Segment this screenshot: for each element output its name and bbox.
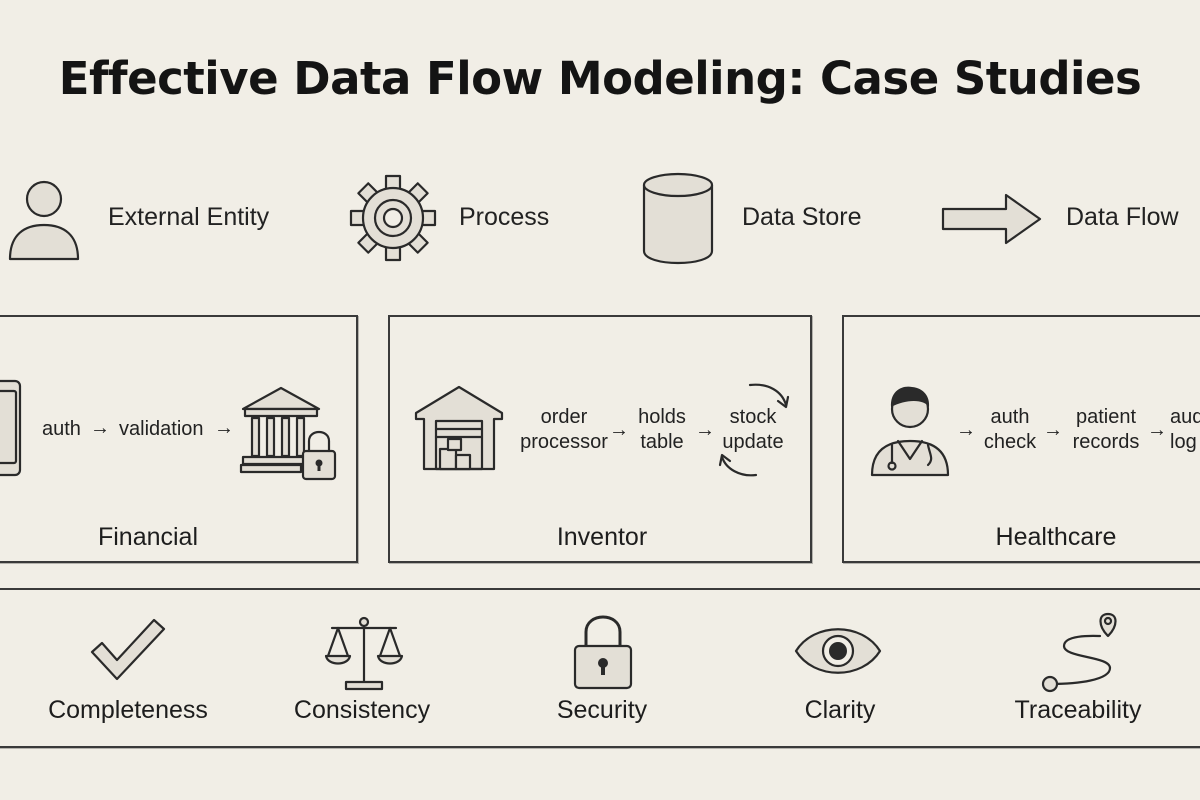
cylinder-icon (642, 172, 714, 265)
flow-step-holds-table: holds table (638, 406, 686, 453)
principle-label-traceability: Traceability (1014, 696, 1142, 724)
route-icon (1041, 612, 1117, 693)
legend: External Entity Process Data Store (0, 165, 1200, 275)
flow-step-audit-log: audit log (1170, 406, 1200, 453)
flow-step-validation: validation (119, 418, 204, 440)
gear-icon (349, 174, 437, 262)
flow-arrow: → (609, 419, 629, 441)
doctor-icon (870, 386, 950, 477)
cycle-arrows-icon (718, 383, 790, 477)
flow-arrow: → (214, 417, 234, 439)
person-icon (8, 180, 80, 261)
principle-label-security: Security (556, 696, 648, 724)
warehouse-icon (414, 385, 504, 471)
case-label-financial: Financial (97, 523, 199, 551)
flow-step-auth-check: auth check (983, 406, 1037, 453)
case-panel-inventory: order processor → holds table → stock up… (388, 315, 812, 563)
checkmark-icon (90, 618, 166, 681)
flow-arrow: → (695, 419, 715, 441)
flow-step-stock-update: stock update (722, 406, 784, 453)
legend-label-data-flow: Data Flow (1066, 203, 1179, 231)
principle-label-completeness: Completeness (48, 696, 208, 724)
principles-panel: Completeness Consistency Security Clarit… (0, 588, 1200, 748)
principle-label-consistency: Consistency (293, 696, 431, 724)
flow-arrow: → (1147, 419, 1167, 441)
flow-arrow: → (90, 417, 110, 439)
eye-icon (794, 628, 882, 674)
case-panel-financial: auth → validation → Financial (0, 315, 358, 563)
page-title: Effective Data Flow Modeling: Case Studi… (58, 52, 1142, 105)
scales-icon (324, 616, 404, 691)
legend-label-external-entity: External Entity (108, 203, 270, 231)
case-panel-healthcare: → auth check → patient records → audit l… (842, 315, 1200, 563)
flow-step-order-processor: order processor (520, 406, 608, 453)
bank-icon (239, 386, 337, 481)
case-label-healthcare: Healthcare (995, 523, 1117, 551)
padlock-icon (573, 615, 633, 690)
arrow-icon (941, 193, 1042, 245)
flow-step-auth: auth (42, 418, 81, 440)
phone-icon (0, 379, 22, 477)
case-label-inventory: Inventor (556, 523, 648, 551)
flow-step-patient-records: patient records (1072, 406, 1140, 453)
flow-arrow: → (1043, 419, 1063, 441)
legend-label-process: Process (459, 203, 550, 231)
flow-arrow: → (956, 419, 976, 441)
legend-label-data-store: Data Store (742, 203, 862, 231)
principle-label-clarity: Clarity (804, 696, 876, 724)
